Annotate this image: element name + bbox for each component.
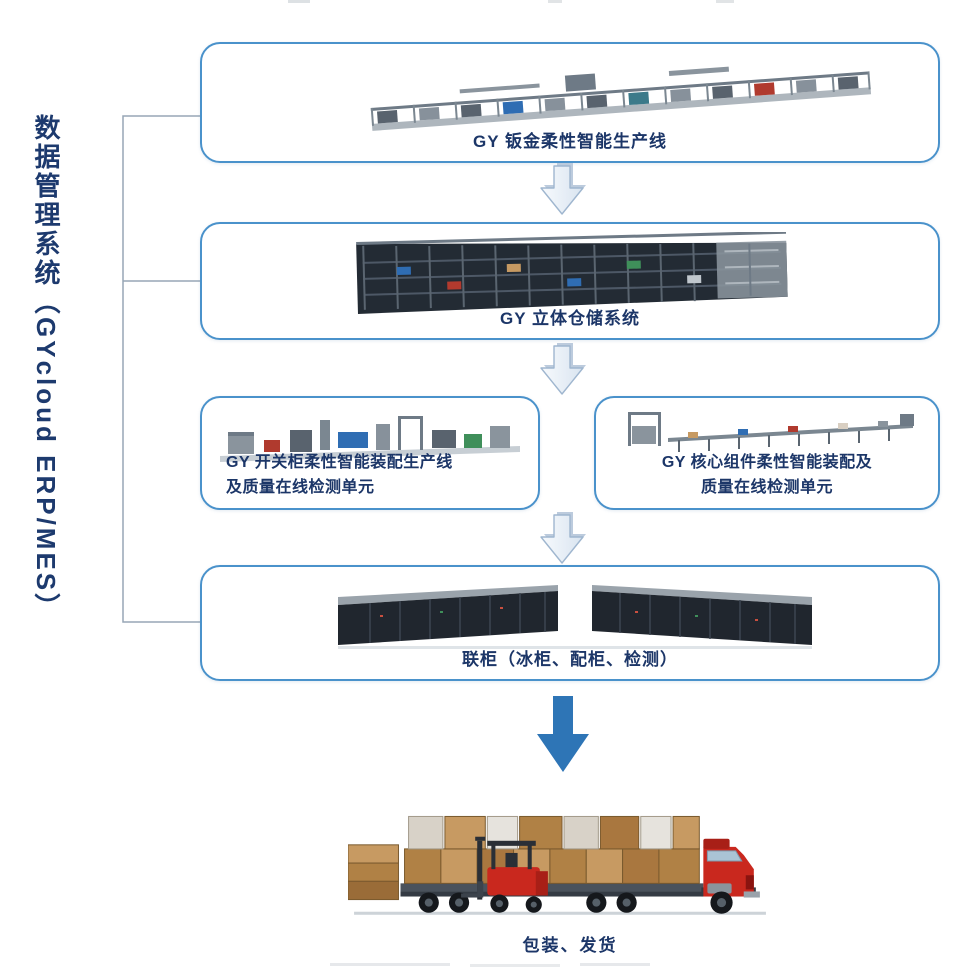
stage-box-sheet-metal-line: GY 钣金柔性智能生产线 xyxy=(200,42,940,163)
combined-cabinets-illustration xyxy=(338,585,812,649)
sheet-metal-line-illustration xyxy=(370,66,872,131)
stage-caption-switchgear-assembly: GY 开关柜柔性智能装配生产线 及质量在线检测单元 xyxy=(226,451,530,501)
warehouse-illustration xyxy=(356,232,788,314)
data-management-system-label: 数据管理系统（GYcloud ERP/MES） xyxy=(31,114,61,623)
stage-caption-warehouse: GY 立体仓储系统 xyxy=(500,309,640,328)
stage-caption-line2: 及质量在线检测单元 xyxy=(226,479,375,497)
flow-down-arrow-2-icon xyxy=(540,343,586,395)
switchgear-assembly-illustration xyxy=(220,416,520,462)
stage-caption-core-component-assembly: GY 核心组件柔性智能装配及 质量在线检测单元 xyxy=(604,451,930,501)
shipping-down-arrow-icon xyxy=(537,696,589,772)
stage-box-core-component-assembly: GY 核心组件柔性智能装配及 质量在线检测单元 xyxy=(594,396,940,510)
stage-caption-combined-cabinets: 联柜（冰柜、配柜、检测） xyxy=(462,650,678,669)
core-component-assembly-illustration xyxy=(628,412,914,452)
flow-down-arrow-1-icon xyxy=(540,163,586,215)
stage-box-combined-cabinets: 联柜（冰柜、配柜、检测） xyxy=(200,565,940,681)
stage-box-warehouse: GY 立体仓储系统 xyxy=(200,222,940,340)
stage-caption-packing-shipping: 包装、发货 xyxy=(522,936,618,955)
stage-caption-line1: GY 核心组件柔性智能装配及 xyxy=(661,454,873,472)
stage-box-switchgear-assembly: GY 开关柜柔性智能装配生产线 及质量在线检测单元 xyxy=(200,396,540,510)
stage-caption-line1: GY 开关柜柔性智能装配生产线 xyxy=(226,454,453,472)
flow-down-arrow-3-icon xyxy=(540,512,586,564)
packing-shipping-illustration xyxy=(348,815,766,915)
stage-caption-sheet-metal-line: GY 钣金柔性智能生产线 xyxy=(473,132,667,151)
stage-caption-line2: 质量在线检测单元 xyxy=(700,479,833,497)
